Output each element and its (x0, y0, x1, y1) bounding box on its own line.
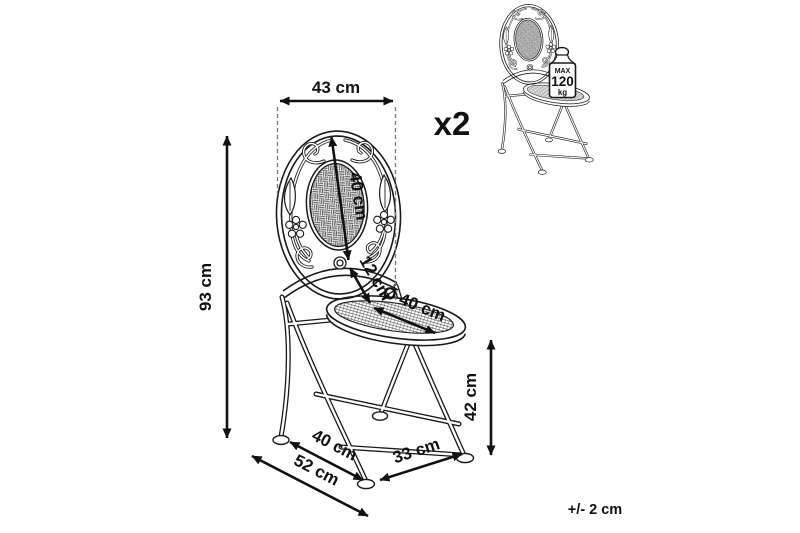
dim-top-width: 43 cm (276, 78, 397, 302)
dim-arrow (379, 452, 463, 482)
dim-seat-height: 42 cm (461, 339, 496, 456)
max-load-max-label: MAX (555, 68, 571, 75)
dim-footprint-back: 33 cm (379, 434, 463, 482)
max-load-value: 120 (551, 74, 574, 89)
weight-icon: MAX 120 kg (548, 46, 577, 99)
max-load-unit: kg (558, 88, 567, 97)
dim-arrow (348, 267, 372, 304)
dim-arrow (373, 306, 436, 335)
dim-arrow (328, 136, 352, 261)
inset-chair-drawing (496, 2, 595, 176)
dim-total-height-label: 93 cm (196, 263, 215, 311)
tolerance-label: +/- 2 cm (568, 502, 622, 518)
dim-total-height: 93 cm (196, 135, 232, 439)
dim-arrow (251, 454, 369, 518)
max-load-inset: MAX 120 kg (496, 2, 595, 176)
dim-seat-height-label: 42 cm (461, 373, 480, 421)
quantity-label: x2 (434, 105, 471, 142)
dim-top-width-label: 43 cm (312, 78, 360, 97)
